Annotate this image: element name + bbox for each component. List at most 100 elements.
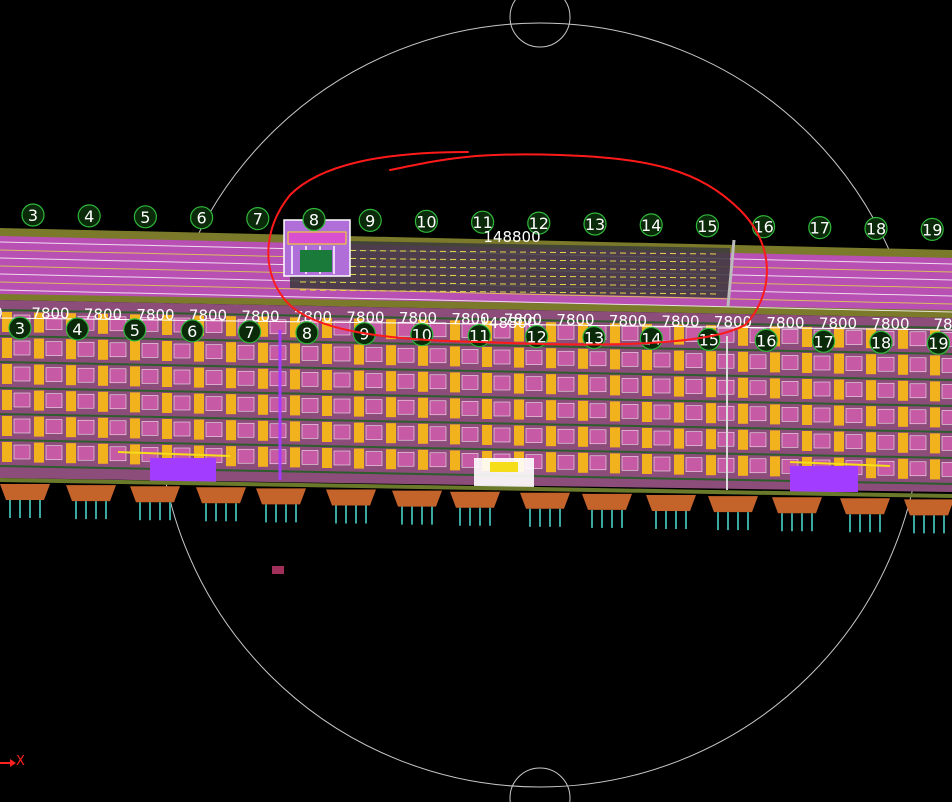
back-axis-label: 11 xyxy=(472,213,492,232)
facade-window xyxy=(493,375,511,391)
back-axis-circle xyxy=(695,214,720,238)
front-axis-circle xyxy=(869,330,893,354)
facade-window xyxy=(333,372,351,388)
floor-line xyxy=(0,387,952,407)
facade-window xyxy=(845,356,863,371)
facade-column xyxy=(738,351,748,372)
back-axis-circle xyxy=(414,209,438,233)
stray-object xyxy=(272,566,284,574)
facade-column xyxy=(802,327,812,347)
facade-window xyxy=(941,384,952,399)
facade-column xyxy=(34,312,44,333)
facade-window xyxy=(749,432,767,448)
back-axis-circle xyxy=(864,216,888,241)
back-axis-bubble: 5 xyxy=(133,205,157,229)
dimension-line xyxy=(0,317,952,331)
facade-column xyxy=(642,350,652,370)
back-axis-bubble: 12 xyxy=(527,211,551,235)
back-axis-label: 14 xyxy=(641,216,661,235)
facade-window xyxy=(525,376,543,391)
facade-column xyxy=(514,373,524,394)
facade-column xyxy=(98,313,108,334)
back-axis-label: 15 xyxy=(697,217,717,236)
orbit-handle-top xyxy=(509,0,571,48)
back-axis-label: 19 xyxy=(922,220,942,239)
front-axis-bubble: 17 xyxy=(811,329,836,353)
facade-column xyxy=(322,370,332,390)
axis-x-label: X xyxy=(16,754,25,769)
pile-cap xyxy=(904,499,952,516)
dimension-row: 0780078007800780078007800780078007800780… xyxy=(0,304,952,334)
back-axis-bubble: 9 xyxy=(358,208,382,232)
facade-column xyxy=(738,455,748,476)
facade-column xyxy=(770,456,780,477)
facade-column xyxy=(930,355,940,376)
back-axis-circle xyxy=(302,207,326,232)
facade-window xyxy=(589,351,607,367)
facade-window xyxy=(749,354,767,370)
facade-column xyxy=(130,366,140,387)
facade-window xyxy=(429,452,447,468)
facade-column xyxy=(386,397,396,418)
facade-column xyxy=(482,347,492,367)
facade-window xyxy=(621,378,639,393)
facade-column xyxy=(866,406,876,427)
back-axis-label: 7 xyxy=(253,210,263,229)
front-axis-circle xyxy=(754,328,778,352)
facade-window xyxy=(557,428,575,444)
facade-column xyxy=(930,381,940,402)
facade-column xyxy=(450,398,460,419)
back-axis-bubble: 17 xyxy=(808,216,832,240)
facade-window xyxy=(621,456,639,471)
facade-window xyxy=(429,400,447,416)
facade-column xyxy=(2,416,12,436)
facade-column xyxy=(802,431,812,451)
front-axis-circle xyxy=(811,329,836,353)
roof-mast xyxy=(726,239,736,307)
facade-window xyxy=(589,377,607,393)
facade-column xyxy=(866,380,876,401)
facade-column xyxy=(450,320,460,341)
front-axis-circle xyxy=(180,319,204,343)
pile-cap xyxy=(0,484,50,500)
facade-column xyxy=(354,396,364,417)
back-axis-label: 9 xyxy=(365,211,375,230)
facade-column xyxy=(834,431,844,452)
back-axis-label: 8 xyxy=(309,211,319,230)
facade-window xyxy=(13,340,31,356)
facade-column xyxy=(290,447,300,468)
facade-column xyxy=(162,341,172,361)
facade-column xyxy=(162,315,172,335)
facade-window xyxy=(365,425,383,440)
facade-window xyxy=(77,341,95,357)
back-axis-circle xyxy=(639,213,663,237)
facade-window xyxy=(685,405,703,420)
facade-window xyxy=(237,396,255,412)
facade-window xyxy=(237,448,255,464)
facade-column xyxy=(770,378,780,399)
facade-column xyxy=(898,406,908,427)
facade-column xyxy=(258,316,268,337)
front-axis-bubble: 16 xyxy=(754,328,778,352)
facade-window xyxy=(365,347,383,362)
pile-cap xyxy=(196,487,246,504)
facade-window xyxy=(237,422,255,438)
facade-window xyxy=(269,345,287,361)
back-axis-circle xyxy=(133,205,157,229)
facade-window xyxy=(621,352,639,367)
facade-column xyxy=(322,318,332,338)
facade-window xyxy=(813,407,831,423)
facade-column xyxy=(34,442,44,463)
roof-equipment-line xyxy=(299,265,721,271)
facade-window xyxy=(173,369,191,385)
facade-window xyxy=(909,435,927,451)
front-axis-bubble: 18 xyxy=(869,330,893,354)
facade-window xyxy=(493,401,511,417)
facade-window xyxy=(813,433,831,449)
facade-window xyxy=(813,355,831,371)
facade-window xyxy=(845,330,863,345)
front-axis-bubble: 11 xyxy=(467,324,491,348)
facade-column xyxy=(354,344,364,365)
dimension-value: 7800 xyxy=(346,309,384,327)
